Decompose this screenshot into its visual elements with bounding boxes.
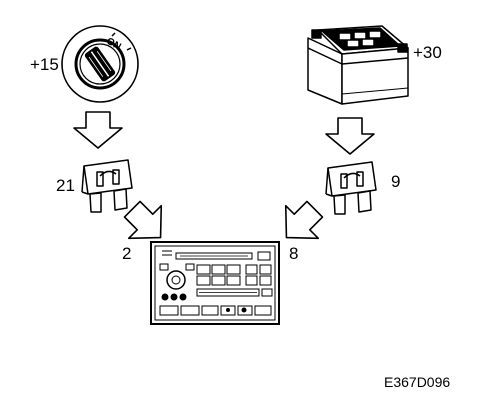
arrow-icon bbox=[73, 111, 375, 240]
battery-label: +30 bbox=[413, 43, 442, 62]
figure-code: E367D096 bbox=[384, 374, 451, 390]
fuse-icon bbox=[81, 159, 377, 215]
battery-icon bbox=[307, 25, 409, 105]
ignition-switch-icon bbox=[61, 25, 139, 103]
radio-right-label: 8 bbox=[289, 244, 299, 263]
radio-left-label: 2 bbox=[122, 244, 132, 263]
ignition-label: +15 bbox=[30, 55, 59, 74]
fuse-right-label: 9 bbox=[391, 172, 401, 191]
fuse-left-label: 21 bbox=[56, 176, 75, 195]
radio-unit-icon bbox=[150, 241, 280, 325]
